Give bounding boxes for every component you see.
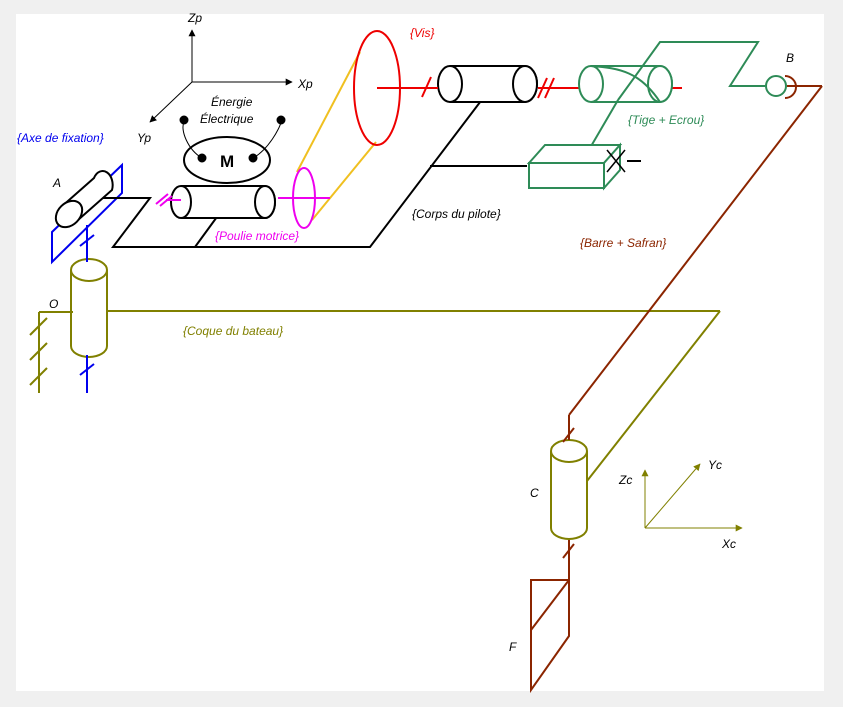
a-label: A xyxy=(52,176,61,190)
frame-p xyxy=(149,29,293,123)
energie-label-2: Électrique xyxy=(200,111,254,126)
vis-label: {Vis} xyxy=(410,26,434,40)
yc-label: Yc xyxy=(708,458,722,472)
coque-du-bateau xyxy=(29,258,721,540)
energie-label-1: Énergie xyxy=(211,94,253,109)
vis xyxy=(353,30,682,146)
coque-label: {Coque du bateau} xyxy=(183,324,283,338)
c-label: C xyxy=(530,486,539,500)
yc-axis xyxy=(644,463,701,529)
poulie-label: {Poulie motrice} xyxy=(215,229,299,243)
diagram-canvas xyxy=(16,14,824,691)
zp-label: Zp xyxy=(187,11,202,25)
pivot-a-cylinder xyxy=(54,170,114,229)
belt xyxy=(296,51,377,221)
yp-axis xyxy=(149,81,193,123)
poulie-motrice xyxy=(155,167,330,229)
o-label: O xyxy=(49,297,58,311)
barre-safran xyxy=(530,75,823,694)
tige-ecrou xyxy=(526,41,787,191)
labels: Zp Xp Yp Énergie Électrique M {Vis} B {T… xyxy=(17,11,794,654)
b-label: B xyxy=(786,51,794,65)
corps-du-pilote xyxy=(54,65,641,248)
barre-label: {Barre + Safran} xyxy=(580,236,666,250)
xp-label: Xp xyxy=(297,77,313,91)
tige-label: {Tige + Ecrou} xyxy=(628,113,704,127)
yp-label: Yp xyxy=(137,131,151,145)
zc-label: Zc xyxy=(618,473,632,487)
axe-fixation-label: {Axe de fixation} xyxy=(17,131,104,145)
f-label: F xyxy=(509,640,517,654)
frame-c xyxy=(641,463,743,532)
motor-label: M xyxy=(220,152,234,171)
motor-body xyxy=(183,136,271,184)
corps-label: {Corps du pilote} xyxy=(412,207,501,221)
xc-label: Xc xyxy=(721,537,736,551)
